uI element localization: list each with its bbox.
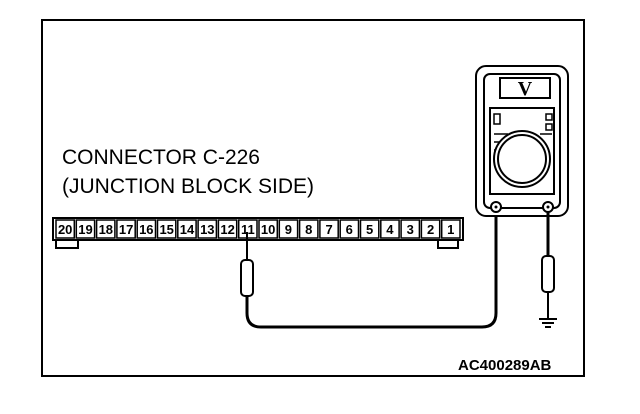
reference-code: AC400289AB [458,357,552,374]
ground-symbol-icon [539,318,557,328]
connector-probe [240,207,498,329]
voltmeter-display [499,77,551,99]
connector-pin-label: 1 [447,222,454,237]
connector-pin-cell [75,219,96,239]
connector-pin-cell [95,219,116,239]
connector-pin-label: 19 [78,222,92,237]
connector-pin-cell [339,219,360,239]
connector-subtitle: (JUNCTION BLOCK SIDE) [62,175,315,198]
connector-pin-cell [258,219,279,239]
connector-pin-cell [55,219,76,239]
ground-probe [539,212,557,328]
connector-pin-label: 10 [261,222,275,237]
connector-pin-label: 5 [366,222,373,237]
voltmeter-indicator-left [493,113,501,125]
connector-pin-cell [319,219,339,239]
connector-pin-label: 14 [180,222,195,237]
diagram-frame [41,19,585,377]
connector-pin-cell [136,219,157,239]
connector-pin-label: 12 [220,222,234,237]
connector-pin-cell [278,219,299,239]
connector-pin-label: 18 [99,222,113,237]
connector-pin-cell [197,219,218,239]
voltmeter-indicator-right-top [545,113,553,121]
connector-pin-label: 6 [346,222,353,237]
connector-pin-cell [217,219,238,239]
connector-pin-cell [440,219,461,239]
probe-lead-wire [245,207,498,329]
probe-handle [240,259,254,297]
connector-title: CONNECTOR C-226 [62,146,260,169]
connector-pin-label: 8 [305,222,312,237]
ground-probe-handle [541,255,555,293]
connector-pin-label: 4 [386,222,394,237]
connector-pin-label: 15 [159,222,173,237]
voltmeter-indicator-right-bottom [545,123,553,131]
connector-pin-label: 17 [119,222,133,237]
connector-pin-label: 11 [241,222,255,237]
connector-pin-cell [298,219,319,239]
connector-pin-label: 3 [407,222,414,237]
connector-pin-cell [156,219,177,239]
voltmeter-dial-inner [497,134,547,184]
connector-pin-cell [177,219,197,239]
voltmeter: V [475,65,569,217]
connector-pin-cell [116,219,136,239]
connector-pin-label: 7 [325,222,332,237]
connector-pin-cell [400,219,421,239]
connector-pin-cell [359,219,380,239]
connector-pin-cell [380,219,400,239]
connector-pin-label: 9 [285,222,292,237]
connector-pin-label: 13 [200,222,214,237]
connector-pin-label: 20 [58,222,72,237]
connector-bottom-right-tab [437,240,459,249]
connector-bottom-left-tab [55,240,79,249]
voltmeter-terminal-positive-dot [494,205,498,209]
voltmeter-inner-frame [483,73,561,209]
connector-pin-label: 2 [427,222,434,237]
voltmeter-terminal-negative-dot [546,205,550,209]
voltmeter-mode-label: V [518,78,533,100]
connector-pin-label: 16 [139,222,153,237]
connector-pin-cell [420,219,441,239]
